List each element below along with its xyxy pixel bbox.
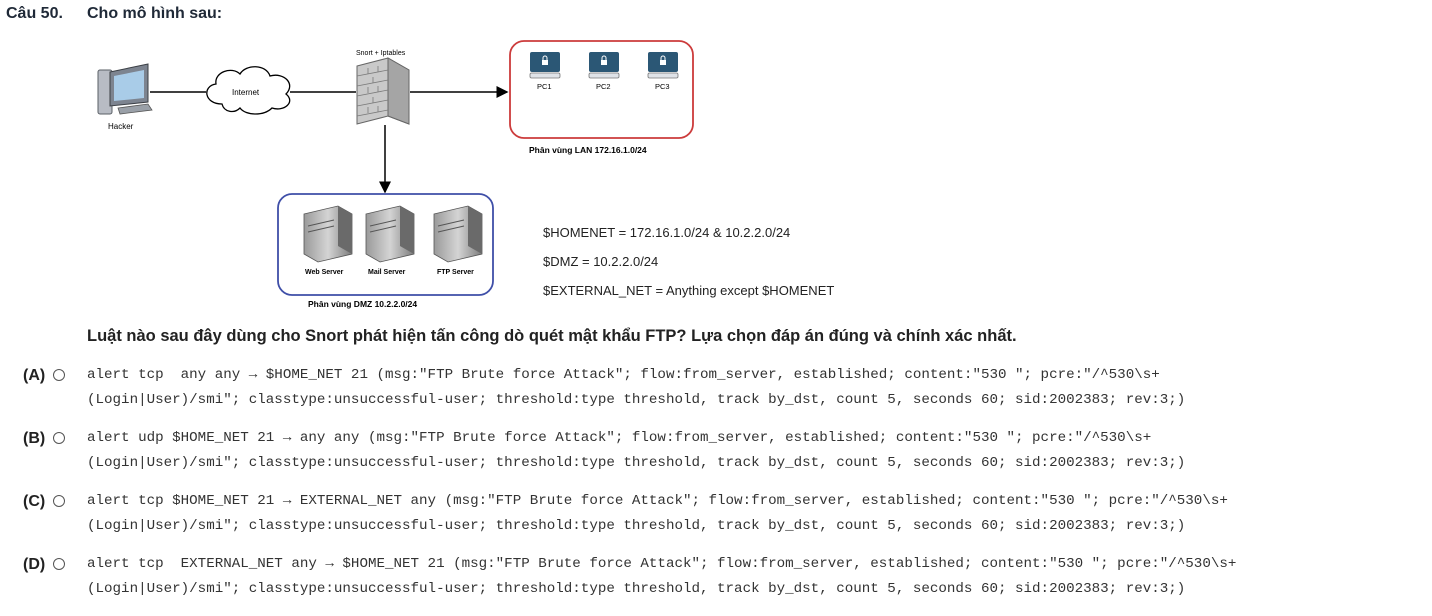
option-text-line2: (Login|User)/smi"; classtype:unsuccessfu… — [87, 455, 1186, 471]
dmz-variable: $DMZ = 10.2.2.0/24 — [543, 254, 659, 269]
pc2-icon — [588, 52, 620, 79]
pc2-label: PC2 — [596, 82, 611, 91]
option-label: (C) — [23, 493, 46, 510]
option-d-radio[interactable] — [53, 558, 65, 570]
mail-server-label: Mail Server — [368, 269, 406, 276]
option-a-radio[interactable] — [53, 369, 65, 381]
option-c[interactable]: (C) alert tcp $HOME_NET 21 → EXTERNAL_NE… — [0, 493, 1432, 543]
internet-label: Internet — [232, 88, 260, 97]
option-text-line2: (Login|User)/smi"; classtype:unsuccessfu… — [87, 392, 1186, 408]
option-label: (D) — [23, 556, 46, 573]
option-text-line1: alert udp $HOME_NET 21 → any any (msg:"F… — [87, 430, 1152, 446]
option-text-line1: alert tcp $HOME_NET 21 → EXTERNAL_NET an… — [87, 493, 1228, 509]
firewall-icon — [356, 57, 410, 125]
dmz-zone-label: Phân vùng DMZ 10.2.2.0/24 — [308, 299, 417, 309]
question-prompt: Luật nào sau đây dùng cho Snort phát hiệ… — [87, 327, 1017, 345]
mail-server-icon — [365, 205, 415, 263]
ftp-server-icon — [433, 205, 483, 263]
hacker-label: Hacker — [108, 122, 134, 131]
network-diagram: Hacker Internet Snort + Iptables — [97, 40, 694, 309]
option-b[interactable]: (B) alert udp $HOME_NET 21 → any any (ms… — [0, 430, 1432, 480]
pc3-icon — [647, 52, 679, 79]
homenet-variable: $HOMENET = 172.16.1.0/24 & 10.2.2.0/24 — [543, 225, 791, 240]
hacker-computer-icon — [97, 63, 153, 115]
option-text-line2: (Login|User)/smi"; classtype:unsuccessfu… — [87, 518, 1186, 534]
web-server-icon — [303, 205, 353, 263]
external-net-variable: $EXTERNAL_NET = Anything except $HOMENET — [543, 283, 835, 298]
internet-cloud-icon — [206, 66, 291, 115]
question-header: Cho mô hình sau: — [87, 5, 223, 22]
option-label: (A) — [23, 367, 46, 384]
option-text-line2: (Login|User)/smi"; classtype:unsuccessfu… — [87, 581, 1186, 597]
option-c-radio[interactable] — [53, 495, 65, 507]
firewall-label: Snort + Iptables — [356, 50, 406, 57]
option-a[interactable]: (A) alert tcp any any → $HOME_NET 21 (ms… — [0, 367, 1432, 417]
pc1-label: PC1 — [537, 82, 552, 91]
option-b-radio[interactable] — [53, 432, 65, 444]
pc1-icon — [529, 52, 561, 79]
pc3-label: PC3 — [655, 82, 670, 91]
question-number: Câu 50. — [6, 5, 63, 22]
option-d[interactable]: (D) alert tcp EXTERNAL_NET any → $HOME_N… — [0, 556, 1432, 606]
option-text-line1: alert tcp EXTERNAL_NET any → $HOME_NET 2… — [87, 556, 1237, 572]
ftp-server-label: FTP Server — [437, 269, 474, 276]
option-label: (B) — [23, 430, 46, 447]
web-server-label: Web Server — [305, 269, 344, 276]
option-text-line1: alert tcp any any → $HOME_NET 21 (msg:"F… — [87, 367, 1160, 383]
lan-zone-label: Phân vùng LAN 172.16.1.0/24 — [529, 145, 647, 155]
